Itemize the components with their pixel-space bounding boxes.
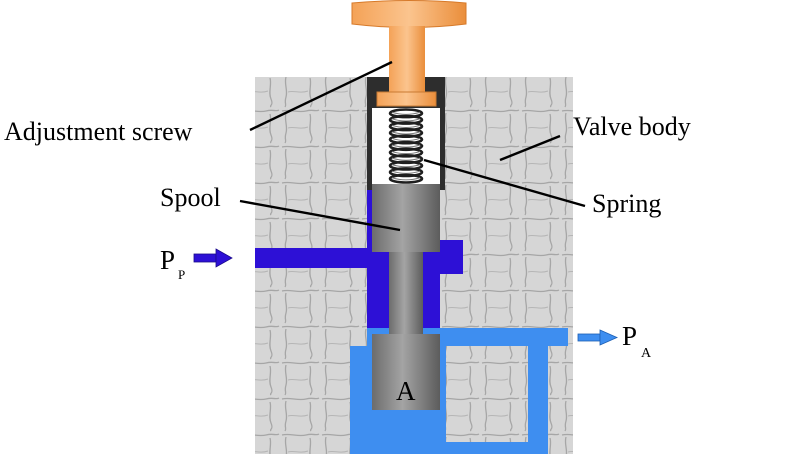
- spool-lower: [372, 334, 440, 410]
- spring-coil-highlight: [391, 177, 421, 181]
- spring-coil-highlight: [391, 131, 421, 135]
- adjustment-screw-plate: [376, 91, 437, 107]
- adjustment-screw-shaft: [389, 26, 425, 92]
- spring-coil-highlight: [391, 137, 421, 142]
- label-outlet-pressure: P: [622, 321, 637, 351]
- spring-coil-highlight: [391, 164, 421, 168]
- leader-adjustment-screw: [249, 60, 393, 132]
- spring-coil-highlight: [391, 111, 421, 115]
- inlet-arrow: [193, 248, 233, 268]
- label-chamber-a: A: [396, 376, 416, 406]
- leader-valve-body: [499, 134, 561, 162]
- outlet-arrow: [577, 329, 618, 346]
- spring-coil-highlight: [391, 118, 421, 122]
- spring-coil-highlight: [391, 151, 421, 155]
- spool-upper: [372, 184, 440, 252]
- outlet-feedback-island: [446, 346, 528, 442]
- spring: [388, 108, 424, 184]
- spring-coil-highlight: [391, 124, 421, 128]
- leader-spring: [423, 158, 586, 208]
- label-valve-body: Valve body: [573, 112, 691, 141]
- label-spring: Spring: [592, 189, 661, 218]
- spring-coil-highlight: [391, 170, 421, 174]
- label-adjustment-screw: Adjustment screw: [4, 117, 193, 146]
- label-outlet-pressure-subscript: A: [641, 346, 652, 361]
- spring-coil-highlight: [391, 144, 421, 148]
- label-inlet-pressure: P: [160, 245, 175, 275]
- spring-coil: [388, 173, 424, 184]
- label-inlet-pressure-subscript: P: [178, 267, 185, 282]
- label-spool: Spool: [160, 183, 221, 212]
- leader-spool: [239, 199, 401, 232]
- spool-stem: [389, 252, 423, 334]
- spring-coil-highlight: [391, 157, 421, 161]
- adjustment-screw-knob: [351, 0, 467, 28]
